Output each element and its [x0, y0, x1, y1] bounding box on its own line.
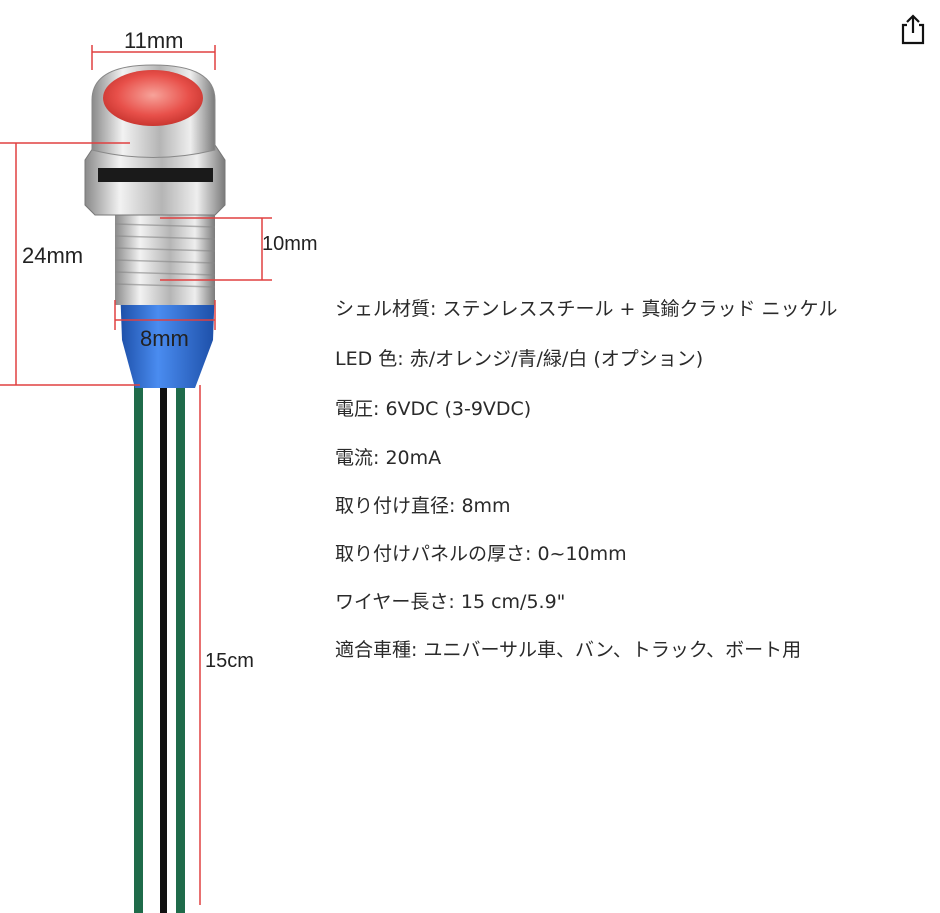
led-lens [103, 70, 203, 126]
dim-wire-length: 15cm [205, 650, 254, 672]
dim-thread-diameter: 8mm [140, 326, 189, 351]
wires [134, 380, 185, 913]
spec-shell-material: シェル材質: ステンレススチール + 真鍮クラッド ニッケル [335, 298, 838, 320]
spec-led-color: LED 色: 赤/オレンジ/青/緑/白 (オプション) [335, 348, 704, 370]
dim-thread-length: 10mm [262, 233, 318, 255]
share-icon [901, 14, 925, 45]
dim-head-diameter: 11mm [124, 28, 184, 53]
spec-compatible-vehicles: 適合車種: ユニバーサル車、バン、トラック、ボート用 [335, 639, 802, 661]
spec-current: 電流: 20mA [335, 447, 442, 469]
spec-panel-thickness: 取り付けパネルの厚さ: 0~10mm [335, 543, 627, 565]
spec-wire-length: ワイヤー長さ: 15 cm/5.9" [335, 591, 566, 613]
share-button[interactable] [898, 12, 928, 46]
dim-total-height: 24mm [22, 243, 84, 268]
spec-mount-diameter: 取り付け直径: 8mm [335, 495, 511, 517]
spec-voltage: 電圧: 6VDC (3-9VDC) [335, 398, 532, 420]
dimension-lines [0, 45, 272, 905]
blue-boot [120, 285, 215, 388]
